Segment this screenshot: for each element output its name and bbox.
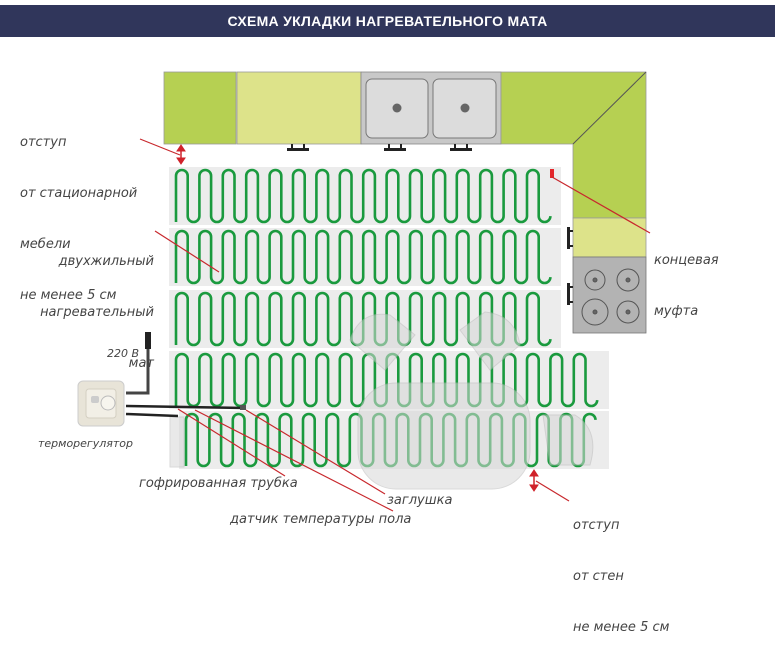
- plug-label: заглушка: [387, 493, 453, 508]
- label-line: от стационарной: [20, 186, 138, 201]
- leader-corrugated-tube: [177, 408, 286, 477]
- label-line: отступ: [20, 135, 67, 150]
- offset-arrow-wall: [529, 469, 539, 492]
- chair-icon: [459, 311, 521, 371]
- label-line: двухжильный: [58, 254, 154, 269]
- heating-cable-row-2: [174, 229, 552, 285]
- label-line: отступ: [573, 518, 620, 533]
- furniture-offset-label: отступ от стационарной мебели не менее 5…: [20, 100, 137, 321]
- end-coupling: [550, 169, 554, 178]
- diagram-title: СХЕМА УКЛАДКИ НАГРЕВАТЕЛЬНОГО МАТА: [227, 13, 548, 29]
- leader-plug: [245, 409, 386, 495]
- kitchen-cabinets: [163, 71, 647, 334]
- chair-icon: [542, 414, 594, 466]
- leader-lines: [139, 138, 651, 512]
- wall-offset-label: отступ от стен не менее 5 см: [573, 483, 669, 653]
- cabinet-middle: [236, 71, 362, 145]
- chair-icon: [349, 313, 416, 371]
- cabinet-handles: [287, 144, 573, 305]
- cooktop-icon: [581, 268, 640, 326]
- thermostat-label: терморегулятор: [38, 437, 133, 450]
- thermostat-icon: [77, 380, 125, 427]
- stove-unit: [572, 256, 647, 334]
- sensor-cable: [125, 412, 179, 418]
- chair-icon: [169, 416, 185, 468]
- label-line: не менее 5 см: [20, 288, 117, 303]
- heating-cable-row-1: [174, 168, 552, 224]
- mat-strip-1: [169, 167, 561, 225]
- end-coupling-label: концевая муфта: [654, 218, 719, 337]
- power-plug: [145, 332, 151, 349]
- double-sink-icon: [365, 78, 497, 139]
- label-line: концевая: [654, 253, 719, 268]
- cabinet-side: [572, 217, 647, 258]
- leader-wall-offset: [535, 480, 570, 502]
- mat-label: двухжильный нагревательный мат: [30, 219, 154, 389]
- floor-sensor-label: датчик температуры пола: [230, 512, 412, 527]
- leader-floor-sensor: [194, 409, 394, 512]
- voltage-label: 220 В: [107, 347, 140, 360]
- leader-furniture-offset: [139, 138, 181, 156]
- label-line: мебели: [20, 237, 71, 252]
- offset-arrow-furniture: [176, 144, 186, 165]
- leader-mat: [154, 230, 220, 273]
- label-line: муфта: [654, 304, 699, 319]
- title-bar: СХЕМА УКЛАДКИ НАГРЕВАТЕЛЬНОГО МАТА: [0, 5, 775, 37]
- leader-end-coupling: [551, 176, 651, 234]
- dining-furniture: [169, 311, 594, 490]
- cabinet-left: [163, 71, 237, 145]
- label-line: от стен: [573, 569, 624, 584]
- layout-diagram: [77, 71, 651, 512]
- label-line: мат: [128, 356, 154, 371]
- mat-strip-2: [169, 228, 561, 286]
- cold-lead: [125, 404, 246, 410]
- label-line: не менее 5 см: [573, 620, 670, 635]
- corrugated-tube-label: гофрированная трубка: [139, 476, 298, 491]
- table-icon: [357, 382, 531, 490]
- label-line: нагревательный: [40, 305, 154, 320]
- power-cable: [126, 333, 150, 395]
